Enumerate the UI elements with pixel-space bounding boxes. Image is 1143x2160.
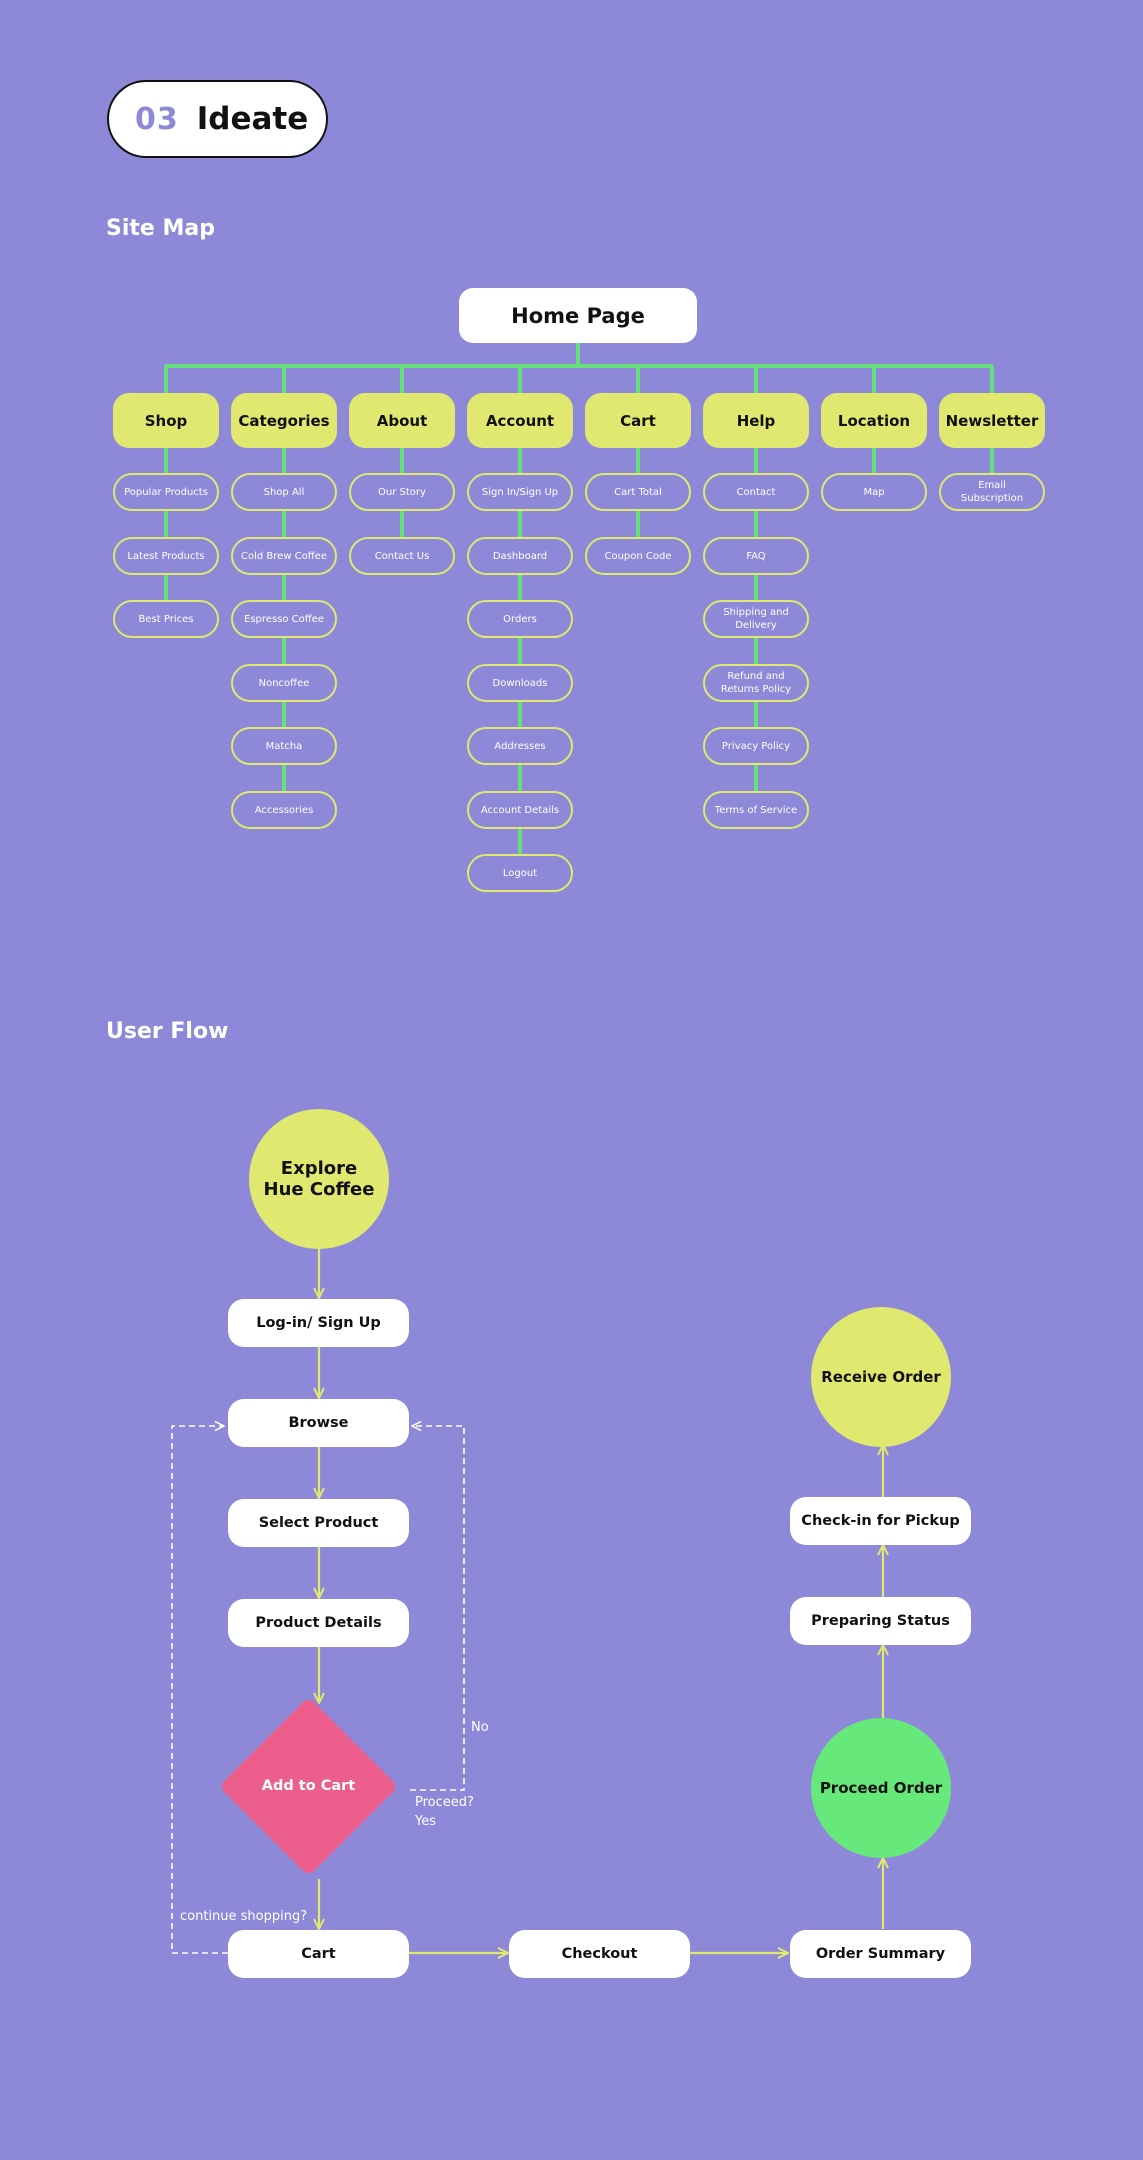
sitemap-page-node: Contact: [703, 473, 809, 511]
flow-start-explore: Explore Hue Coffee: [249, 1109, 389, 1249]
flow-login: Log-in/ Sign Up: [228, 1299, 409, 1347]
flow-receive-order: Receive Order: [811, 1307, 951, 1447]
sitemap-page-node: Sign In/Sign Up: [467, 473, 573, 511]
sitemap-page-node: Addresses: [467, 727, 573, 765]
user-flow-loop-lines: [171, 1426, 465, 1954]
user-flow-arrows: [319, 1248, 883, 1953]
sitemap-page-node: Accessories: [231, 791, 337, 829]
sitemap-page-node: Orders: [467, 600, 573, 638]
flow-label-no: No: [471, 1720, 489, 1735]
sitemap-page-node: Dashboard: [467, 537, 573, 575]
sitemap-category-shop: Shop: [113, 393, 219, 448]
sitemap-page-node: Cold Brew Coffee: [231, 537, 337, 575]
sitemap-page-node: Coupon Code: [585, 537, 691, 575]
flow-order-summary: Order Summary: [790, 1930, 971, 1978]
flow-checkout: Checkout: [509, 1930, 690, 1978]
flow-browse: Browse: [228, 1399, 409, 1447]
sitemap-root-home-page: Home Page: [459, 288, 697, 343]
flow-label-continue-shopping: continue shopping?: [180, 1909, 308, 1924]
section-number: 03: [135, 101, 179, 137]
flow-checkin-pickup: Check-in for Pickup: [790, 1497, 971, 1545]
sitemap-page-node: Logout: [467, 854, 573, 892]
sitemap-page-node: Refund and Returns Policy: [703, 664, 809, 702]
sitemap-page-node: Our Story: [349, 473, 455, 511]
sitemap-page-node: Best Prices: [113, 600, 219, 638]
sitemap-page-node: Shop All: [231, 473, 337, 511]
flow-proceed-order: Proceed Order: [811, 1718, 951, 1858]
sitemap-page-node: Downloads: [467, 664, 573, 702]
sitemap-page-node: Shipping and Delivery: [703, 600, 809, 638]
sitemap-page-node: Matcha: [231, 727, 337, 765]
sitemap-page-node: Contact Us: [349, 537, 455, 575]
flow-decision-label: Add to Cart: [261, 1778, 356, 1794]
sitemap-page-node: Noncoffee: [231, 664, 337, 702]
sitemap-category-account: Account: [467, 393, 573, 448]
sitemap-page-node: Cart Total: [585, 473, 691, 511]
flow-product-details: Product Details: [228, 1599, 409, 1647]
user-flow-heading: User Flow: [106, 1019, 229, 1044]
sitemap-page-node: Email Subscription: [939, 473, 1045, 511]
flow-cart: Cart: [228, 1930, 409, 1978]
sitemap-page-node: Account Details: [467, 791, 573, 829]
flow-select-product: Select Product: [228, 1499, 409, 1547]
section-title: Ideate: [196, 101, 309, 137]
sitemap-category-help: Help: [703, 393, 809, 448]
sitemap-page-node: Latest Products: [113, 537, 219, 575]
sitemap-page-node: Espresso Coffee: [231, 600, 337, 638]
sitemap-page-node: FAQ: [703, 537, 809, 575]
sitemap-category-about: About: [349, 393, 455, 448]
sitemap-category-categories: Categories: [231, 393, 337, 448]
flow-label-proceed: Proceed?: [415, 1795, 474, 1810]
sitemap-category-cart: Cart: [585, 393, 691, 448]
site-map-heading: Site Map: [106, 216, 215, 241]
sitemap-category-location: Location: [821, 393, 927, 448]
flow-preparing-status: Preparing Status: [790, 1597, 971, 1645]
sitemap-page-node: Map: [821, 473, 927, 511]
sitemap-page-node: Popular Products: [113, 473, 219, 511]
section-pill: 03 Ideate: [107, 80, 328, 158]
sitemap-page-node: Terms of Service: [703, 791, 809, 829]
sitemap-page-node: Privacy Policy: [703, 727, 809, 765]
sitemap-category-newsletter: Newsletter: [939, 393, 1045, 448]
flow-label-yes: Yes: [415, 1814, 436, 1829]
